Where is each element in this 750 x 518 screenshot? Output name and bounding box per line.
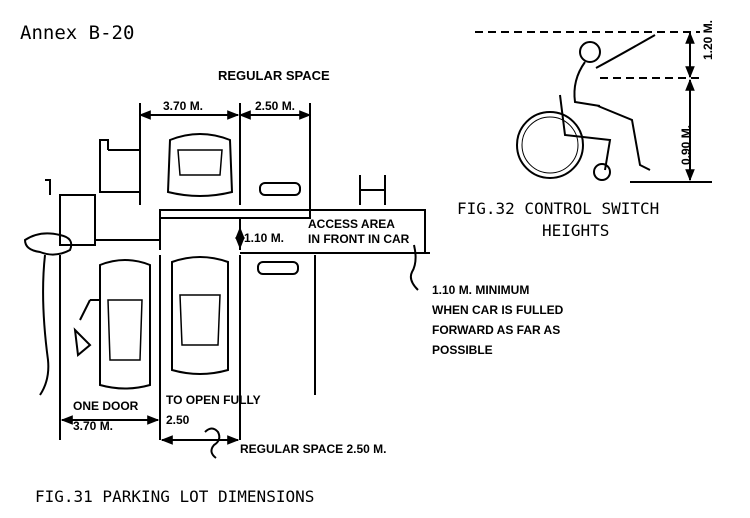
leader-squiggle-note	[409, 244, 419, 291]
bottom-left-car-window	[107, 299, 143, 361]
bottom-left-car-body	[99, 259, 151, 390]
person-head	[579, 41, 601, 63]
note-line1: 1.10 M. MINIMUM	[432, 283, 529, 297]
top-car-window	[177, 149, 223, 176]
fig31-caption: FIG.31 PARKING LOT DIMENSIONS	[35, 487, 314, 506]
dim-370-bottom-label: 3.70 M.	[73, 419, 113, 433]
wheelchair-wheel	[516, 111, 584, 179]
annex-label: Annex B-20	[20, 22, 134, 44]
person-torso	[573, 61, 601, 107]
wheelchair-rim	[521, 116, 579, 174]
bottom-mid-car-body	[171, 256, 229, 375]
fig32-caption-line2: HEIGHTS	[542, 221, 609, 240]
bottom-mid-car-window	[179, 294, 221, 346]
wheel-stop-bottom	[257, 261, 299, 275]
access-area-box	[300, 209, 426, 252]
leader-squiggle-bottom	[204, 427, 221, 459]
dim-250-top-label: 2.50 M.	[255, 99, 295, 113]
note-line2: WHEN CAR IS FULLED	[432, 303, 564, 317]
top-car-body	[166, 133, 234, 197]
dim-250-bottom-label: 2.50	[166, 413, 190, 427]
dim-090-label: 0.90 M.	[679, 125, 693, 165]
open-door	[79, 299, 100, 321]
dim-120-label: 1.20 M.	[701, 20, 715, 60]
wheel-stop-top	[259, 182, 301, 196]
to-open-fully-label: TO OPEN FULLY	[166, 393, 261, 407]
planter-box	[59, 194, 96, 246]
regular-space-top-label: REGULAR SPACE	[218, 68, 330, 83]
person-arm	[595, 34, 656, 69]
wall-post	[45, 179, 51, 195]
note-line3: FORWARD AS FAR AS	[432, 323, 560, 337]
note-line4: POSSIBLE	[432, 343, 493, 357]
railing	[359, 175, 386, 205]
fig32-caption-line1: FIG.32 CONTROL SWITCH	[457, 199, 659, 218]
regular-space-bottom-label: REGULAR SPACE 2.50 M.	[240, 442, 386, 456]
curb-block	[99, 139, 141, 193]
access-area-line1: ACCESS AREA	[308, 217, 395, 231]
switch-height-figure	[475, 31, 712, 183]
tree-trunk-left	[39, 254, 50, 396]
one-door-label: ONE DOOR	[73, 399, 139, 413]
person-leg	[597, 105, 651, 171]
dim-110-label: 1.10 M.	[244, 231, 284, 245]
access-aisle-band	[159, 209, 311, 219]
wheelchair-caster	[593, 163, 611, 181]
parking-lot-figure	[23, 103, 430, 459]
access-area-line2: IN FRONT IN CAR	[308, 232, 410, 246]
wheelchair-frame	[559, 94, 612, 171]
dim-370-top-label: 3.70 M.	[163, 99, 203, 113]
parking-sign	[73, 327, 92, 357]
tree-foliage-left	[23, 232, 73, 256]
